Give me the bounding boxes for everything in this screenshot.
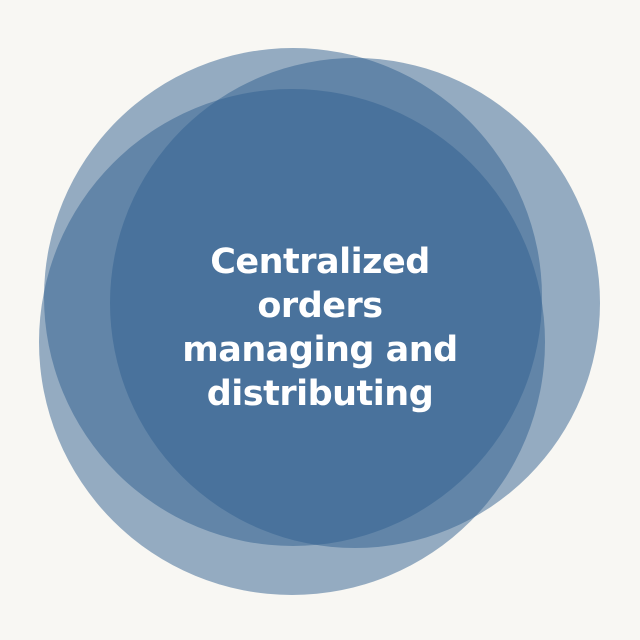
label-line-3: managing and <box>182 330 458 370</box>
circle-bottom <box>39 89 545 595</box>
label-line-4: distributing <box>206 374 434 414</box>
label-line-2: orders <box>257 286 383 326</box>
label-line-1: Centralized <box>210 242 430 282</box>
center-label: Centralized orders managing and distribu… <box>120 240 520 416</box>
